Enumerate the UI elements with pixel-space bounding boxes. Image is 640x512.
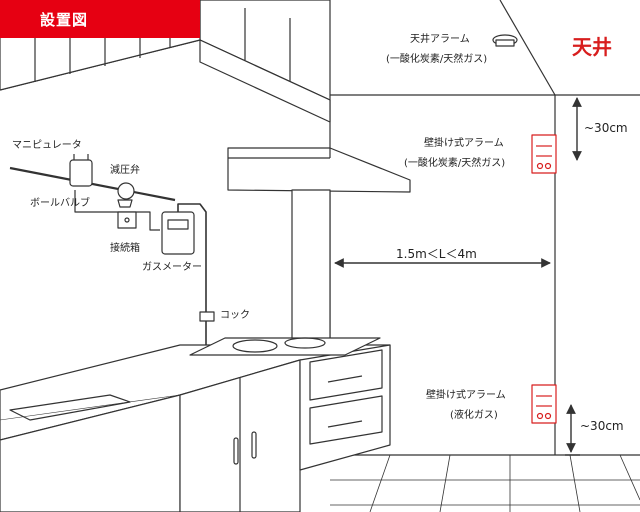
kitchen-counter — [0, 344, 391, 512]
wall-alarm-upper-name: 壁掛け式アラーム — [424, 138, 504, 149]
range-hood — [227, 147, 411, 341]
ceiling-label: 天井 — [572, 35, 612, 59]
header-title: 設置図 — [40, 11, 89, 29]
ceiling-alarm-gas: (一酸化炭素/天然ガス) — [386, 54, 488, 65]
bottom-dimension-arrow — [565, 404, 580, 456]
manipulator-label: マニピュレータ — [12, 140, 82, 151]
gas-meter-label: ガスメーター — [142, 262, 202, 273]
ceiling-alarm-name: 天井アラーム — [410, 34, 470, 45]
wall-alarm-lower-device — [531, 384, 557, 424]
gas-piping — [9, 154, 215, 345]
reducer-valve-device — [117, 182, 135, 200]
cock-label: コック — [220, 310, 250, 321]
top-dimension-label: ~30cm — [584, 121, 628, 135]
floor-tiles — [330, 454, 640, 512]
wall-alarm-lower-name: 壁掛け式アラーム — [426, 390, 506, 401]
reducer-valve-label: 減圧弁 — [110, 165, 140, 176]
wall-alarm-upper-device — [531, 134, 557, 174]
bottom-dimension-label: ~30cm — [580, 419, 624, 433]
cooktop — [189, 337, 381, 356]
gas-meter-device — [161, 211, 195, 255]
manipulator-device — [69, 159, 93, 187]
ceiling-alarm-device — [492, 34, 518, 47]
wall-alarm-upper-gas: (一酸化炭素/天然ガス) — [404, 158, 506, 169]
header-banner — [0, 0, 200, 38]
cock-device — [199, 311, 215, 322]
distance-label: 1.5m＜L＜4m — [396, 247, 477, 261]
junction-box-label: 接続箱 — [110, 243, 140, 254]
junction-box-device — [117, 211, 137, 229]
ball-valve-label: ボールバルブ — [30, 198, 90, 209]
wall-alarm-lower-gas: (液化ガス) — [450, 410, 498, 421]
